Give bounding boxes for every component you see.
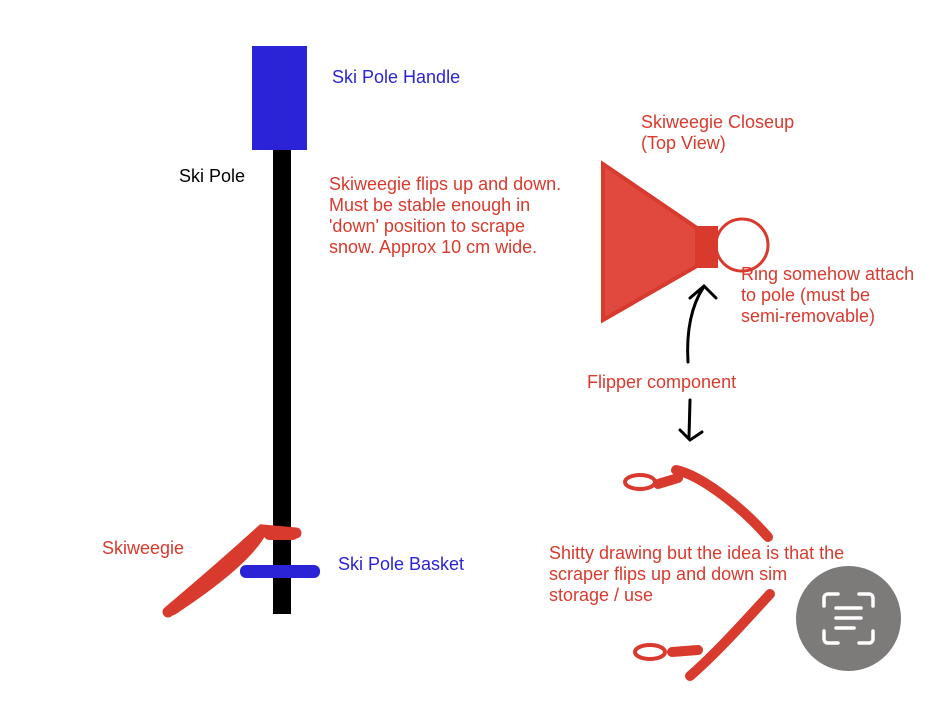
attachment-ring [714,217,770,273]
skiweegie-side-drawing [162,524,302,618]
scraper-up [653,465,773,542]
closeup-title-line: (Top View) [641,133,726,153]
ring-note-line: Ring somehow attach [741,264,915,284]
arrow-down [678,398,704,442]
ring-note: Ring somehow attach to pole (must be sem… [741,264,914,327]
ski-pole-shaft [273,150,291,614]
drawing-note: Shitty drawing but the idea is that the … [549,543,844,606]
ring-up [623,473,657,491]
pole-label: Ski Pole [179,166,246,186]
ring-note-line: to pole (must be [741,285,871,305]
closeup-title-line: Skiweegie Closeup [641,112,795,132]
ski-pole-handle [252,46,307,150]
skiweegie-label: Skiweegie [102,538,185,558]
flip-note: Skiweegie flips up and down. Must be sta… [329,174,561,258]
flipper-label: Flipper component [587,372,737,392]
closeup-title: Skiweegie Closeup (Top View) [641,112,794,154]
skiweegie-clip [264,530,298,540]
ring-down [633,643,667,661]
handle-label: Ski Pole Handle [332,67,461,87]
drawing-note-line: storage / use [549,585,654,605]
flipper-block [696,226,718,268]
flip-note-line: 'down' position to scrape [329,216,525,236]
drawing-note-line: scraper flips up and down sim [549,564,788,584]
skiweegie-blade [601,160,699,324]
flip-note-line: Skiweegie flips up and down. [329,174,562,194]
flip-note-line: Must be stable enough in [329,195,531,215]
scraper-down [667,589,775,681]
text-scan-icon [822,592,875,645]
live-text-button[interactable] [796,566,901,671]
arrow-up [686,283,718,364]
drawing-note-line: Shitty drawing but the idea is that the [549,543,845,563]
ski-pole-basket [240,565,320,578]
basket-label: Ski Pole Basket [338,554,465,574]
flip-note-line: snow. Approx 10 cm wide. [329,237,538,257]
ring-note-line: semi-removable) [741,306,876,326]
